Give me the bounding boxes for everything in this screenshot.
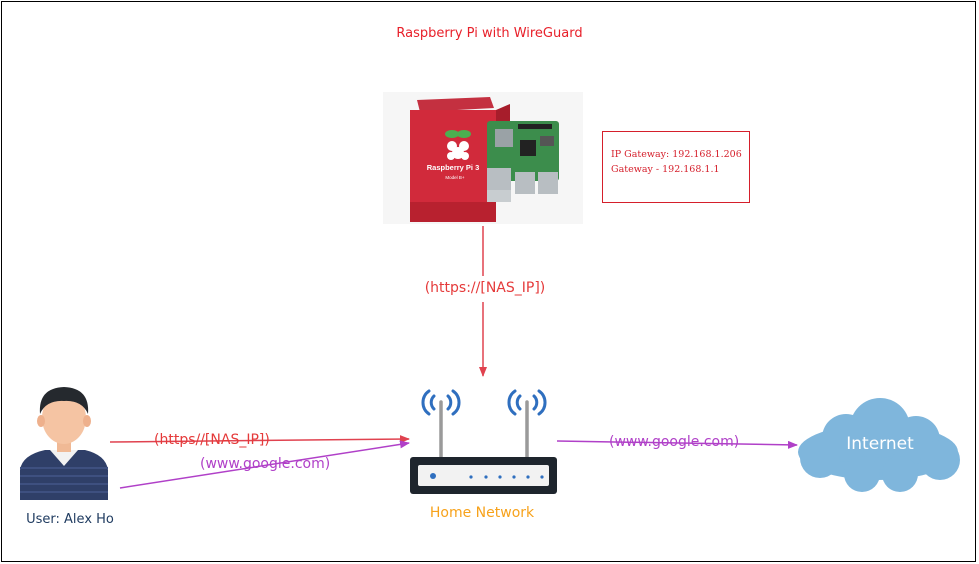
wifi-waves-right-icon [507, 389, 547, 416]
user-label: User: Alex Ho [26, 512, 114, 527]
user-avatar-icon [20, 387, 108, 500]
wifi-waves-left-icon [421, 389, 461, 416]
pi-link-label: (https://[NAS_IP]) [424, 280, 546, 296]
internet-label: Internet [846, 434, 914, 454]
internet-link-label: (www.google.com) [609, 434, 740, 450]
pi-box-model: Model B+ [445, 175, 465, 180]
home-network-label: Home Network [429, 505, 535, 521]
raspberry-logo-icon [445, 130, 471, 160]
pi-box-brand: Raspberry Pi 3 [427, 163, 480, 172]
user-google-label: (www.google.com) [200, 456, 331, 472]
user-https-label: (https//[NAS_IP]) [154, 432, 270, 448]
internet-cloud-icon [798, 398, 960, 492]
ip-gateway-text: IP Gateway: 192.168.1.206 [611, 149, 742, 160]
raspberry-pi-image: Raspberry Pi 3 Model B+ [383, 92, 583, 224]
user-https-arrow [109, 435, 410, 444]
user-google-arrow [119, 440, 410, 489]
router-icon [410, 400, 557, 494]
internet-arrow [556, 440, 798, 449]
gateway-text: Gateway - 192.168.1.1 [611, 164, 720, 175]
diagram-title: Raspberry Pi with WireGuard [396, 26, 583, 41]
ip-info-box: IP Gateway: 192.168.1.206 Gateway - 192.… [602, 131, 750, 203]
